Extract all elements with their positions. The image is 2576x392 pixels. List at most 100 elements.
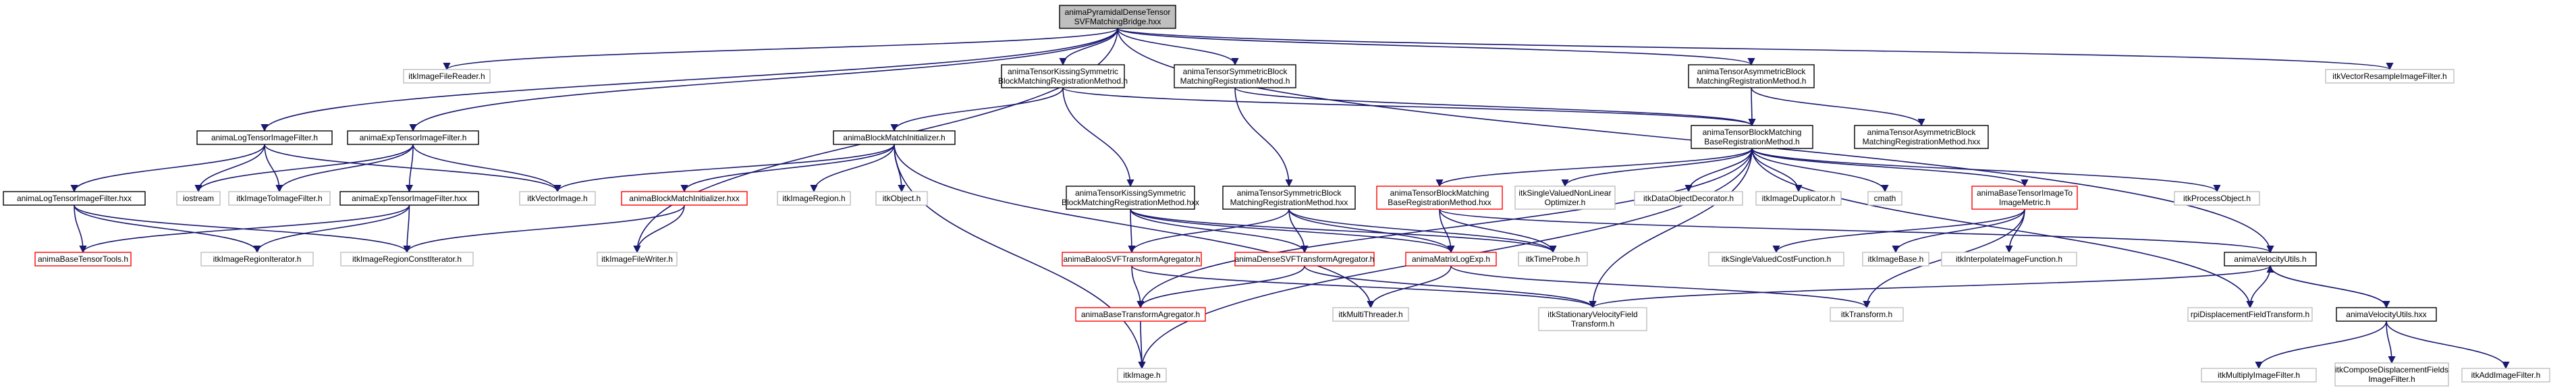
- node-image-base[interactable]: itkImageBase.h: [1862, 252, 1929, 267]
- edge-dense-agregator-to-base-agregator: [1136, 265, 1305, 309]
- node-label: animaVelocityUtils.h: [2234, 254, 2306, 264]
- node-label: BlockMatchingRegistrationMethod.h: [998, 76, 1128, 86]
- node-add-filter[interactable]: itkAddImageFilter.h: [2461, 368, 2550, 383]
- node-baloo-agregator[interactable]: animaBalooSVFTransformAgregator.h: [1062, 252, 1202, 267]
- node-log-filter[interactable]: animaLogTensorImageFilter.h: [196, 130, 333, 145]
- edge-root-to-exp-filter: [409, 28, 1118, 132]
- node-velocity-utils[interactable]: animaVelocityUtils.h: [2224, 252, 2317, 267]
- node-exp-filter[interactable]: animaExpTensorImageFilter.h: [347, 130, 479, 145]
- node-base-method-hxx[interactable]: animaTensorBlockMatchingBaseRegistration…: [1376, 186, 1503, 210]
- node-base-tensor-tools[interactable]: animaBaseTensorTools.h: [34, 252, 132, 267]
- node-velocity-utils-hxx[interactable]: animaVelocityUtils.hxx: [2336, 307, 2437, 322]
- node-matrix-log-exp[interactable]: animaMatrixLogExp.h: [1405, 252, 1497, 267]
- node-symmetric-method-hxx[interactable]: animaTensorSymmetricBlockMatchingRegistr…: [1222, 186, 1356, 210]
- node-box: [777, 191, 851, 206]
- node-iostream[interactable]: iostream: [176, 191, 221, 206]
- node-box: [1222, 186, 1356, 210]
- node-symmetric-method[interactable]: animaTensorSymmetricBlockMatchingRegistr…: [1174, 64, 1296, 88]
- node-bm-initializer-hxx[interactable]: animaBlockMatchInitializer.hxx: [621, 191, 748, 206]
- node-kissing-method-hxx[interactable]: animaTensorKissingSymmetricBlockMatching…: [1062, 186, 1199, 210]
- node-itk-image[interactable]: itkImage.h: [1117, 368, 1167, 383]
- edge-asymmetric-method-to-asymmetric-method-hxx: [1751, 87, 1925, 127]
- edge-base-method-to-displacement-field: [1751, 148, 2254, 309]
- node-image-region[interactable]: itkImageRegion.h: [777, 191, 851, 206]
- edge-velocity-utils-hxx-to-compose-fields: [2386, 320, 2396, 364]
- edge-symmetric-method-hxx-to-time-probe: [1288, 208, 1557, 254]
- edge-root-to-log-filter: [261, 28, 1118, 132]
- node-interpolate-function[interactable]: itkInterpolateImageFunction.h: [1941, 252, 2077, 267]
- node-exp-filter-hxx[interactable]: animaExpTensorImageFilter.hxx: [339, 191, 479, 206]
- node-bm-initializer[interactable]: animaBlockMatchInitializer.h: [833, 130, 956, 145]
- edge-base-method-hxx-to-velocity-utils: [1439, 208, 2274, 254]
- node-data-object-decorator[interactable]: itkDataObjectDecorator.h: [1634, 191, 1743, 206]
- edge-bm-initializer-to-itk-image: [894, 144, 1146, 370]
- node-label: MatchingRegistrationMethod.hxx: [1230, 198, 1348, 207]
- edge-base-method-to-single-valued-non-linear: [1561, 148, 1753, 188]
- node-image-to-image[interactable]: itkImageToImageFilter.h: [228, 191, 331, 206]
- node-base-method[interactable]: animaTensorBlockMatchingBaseRegistration…: [1691, 125, 1813, 149]
- edge-exp-filter-hxx-to-region-const-iterator: [403, 204, 411, 254]
- node-cmath[interactable]: cmath: [1867, 191, 1902, 206]
- node-box: [519, 191, 596, 206]
- node-label: animaBalooSVFTransformAgregator.h: [1064, 254, 1201, 264]
- node-label: itkDataObjectDecorator.h: [1643, 194, 1734, 203]
- node-label: ImageFilter.h: [2368, 374, 2415, 384]
- edge-velocity-utils-to-stationary-field: [1589, 265, 2271, 309]
- node-box: [1059, 5, 1176, 29]
- node-label: itkImageBase.h: [1868, 254, 1924, 264]
- node-label: Optimizer.h: [1545, 198, 1586, 207]
- edge-exp-filter-to-image-to-image: [275, 144, 414, 193]
- node-kissing-method[interactable]: animaTensorKissingSymmetricBlockMatching…: [998, 64, 1128, 88]
- node-box: [1518, 252, 1588, 267]
- root-node: animaPyramidalDenseTensorSVFMatchingBrid…: [1059, 5, 1176, 29]
- node-box: [621, 191, 748, 206]
- node-image-duplicator[interactable]: itkImageDuplicator.h: [1755, 191, 1842, 206]
- edge-base-method-hxx-to-matrix-log-exp: [1439, 208, 1455, 254]
- node-multi-threader[interactable]: itkMultiThreader.h: [1332, 307, 1409, 322]
- edge-dense-agregator-to-stationary-field: [1304, 265, 1597, 309]
- edge-root-to-asymmetric-method: [1117, 28, 1755, 66]
- node-process-object[interactable]: itkProcessObject.h: [2174, 191, 2260, 206]
- node-region-iterator[interactable]: itkImageRegionIterator.h: [200, 252, 314, 267]
- node-asymmetric-method[interactable]: animaTensorAsymmetricBlockMatchingRegist…: [1688, 64, 1815, 88]
- node-box: [1971, 186, 2078, 210]
- node-single-valued-cost[interactable]: itkSingleValuedCostFunction.h: [1708, 252, 1844, 267]
- node-label: BaseRegistrationMethod.h: [1704, 137, 1799, 146]
- node-region-const-iterator[interactable]: itkImageRegionConstIterator.h: [340, 252, 474, 267]
- edge-kissing-method-hxx-to-time-probe: [1130, 208, 1557, 254]
- node-label: itkComposeDisplacementFields: [2335, 365, 2448, 374]
- node-time-probe[interactable]: itkTimeProbe.h: [1518, 252, 1588, 267]
- node-itk-transform[interactable]: itkTransform.h: [1830, 307, 1904, 322]
- edge-kissing-method-hxx-to-dense-agregator: [1130, 208, 1309, 254]
- node-box: [1062, 252, 1202, 267]
- edge-kissing-method-hxx-to-matrix-log-exp: [1130, 208, 1455, 254]
- node-vector-resample[interactable]: itkVectorResampleImageFilter.h: [2325, 69, 2455, 84]
- node-compose-fields[interactable]: itkComposeDisplacementFieldsImageFilter.…: [2334, 362, 2449, 387]
- edge-symmetric-method-hxx-to-matrix-log-exp: [1288, 208, 1455, 254]
- node-label: animaExpTensorImageFilter.h: [360, 133, 467, 142]
- node-multiply-filter[interactable]: itkMultiplyImageFilter.h: [2201, 368, 2317, 383]
- node-log-filter-hxx[interactable]: animaLogTensorImageFilter.hxx: [3, 191, 146, 206]
- node-label: animaBaseTransformAgregator.h: [1081, 310, 1200, 319]
- node-dense-agregator[interactable]: animaDenseSVFTransformAgregator.h: [1234, 252, 1375, 267]
- node-box: [1691, 125, 1813, 149]
- node-itk-image-file-reader[interactable]: itkImageFileReader.h: [403, 69, 491, 84]
- node-vector-image[interactable]: itkVectorImage.h: [519, 191, 596, 206]
- node-box: [833, 130, 956, 145]
- edge-exp-filter-hxx-to-region-iterator: [253, 204, 410, 254]
- node-base-agregator[interactable]: animaBaseTransformAgregator.h: [1075, 307, 1206, 322]
- node-label: BlockMatchingRegistrationMethod.hxx: [1062, 198, 1199, 207]
- node-asymmetric-method-hxx[interactable]: animaTensorAsymmetricBlockMatchingRegist…: [1854, 125, 1989, 149]
- node-itk-object[interactable]: itkObject.h: [875, 191, 928, 206]
- edge-base-tensor-metric-to-image-base: [1892, 208, 2025, 254]
- node-image-file-writer[interactable]: itkImageFileWriter.h: [597, 252, 678, 267]
- edge-asymmetric-method-to-base-method: [1748, 87, 1756, 127]
- node-box: [1634, 191, 1743, 206]
- node-box: [2325, 69, 2455, 84]
- node-displacement-field[interactable]: rpiDisplacementFieldTransform.h: [2187, 307, 2313, 322]
- edge-base-method-to-image-duplicator: [1751, 148, 1803, 193]
- dependency-edges: [70, 28, 2510, 370]
